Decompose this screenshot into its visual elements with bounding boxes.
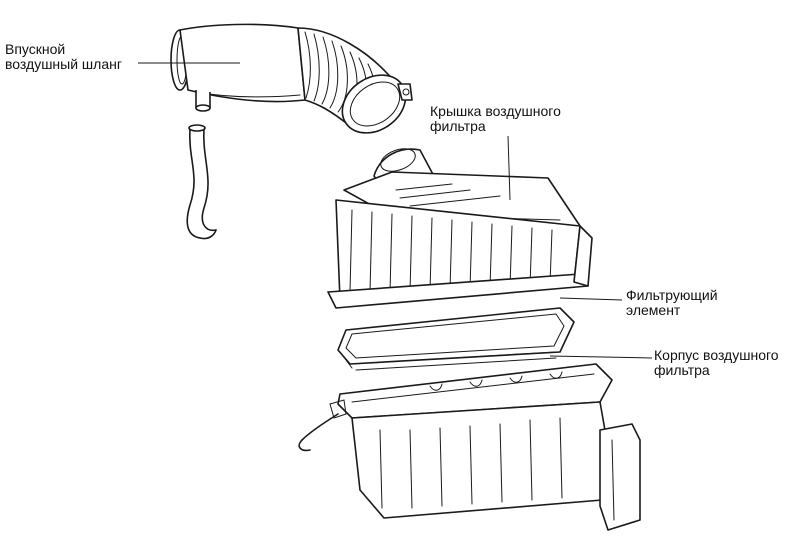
leader-lines (138, 62, 653, 359)
filter-housing (298, 363, 641, 531)
label-filter-housing: Корпус воздушного фильтра (654, 348, 779, 378)
label-filter-element-line1: Фильтрующий (626, 287, 718, 303)
label-filter-cover: Крышка воздушного фильтра (430, 104, 561, 134)
label-intake-hose-line1: Впускной (5, 41, 66, 57)
filter-cover (327, 148, 593, 309)
label-filter-cover-line1: Крышка воздушного (430, 103, 561, 119)
label-filter-element: Фильтрующий элемент (626, 288, 718, 318)
label-filter-element-line2: элемент (626, 302, 681, 318)
label-filter-cover-line2: фильтра (430, 118, 486, 134)
breather-hose (186, 124, 217, 240)
label-filter-housing-line2: фильтра (654, 362, 710, 378)
filter-element (337, 307, 575, 371)
label-intake-hose: Впускной воздушный шланг (5, 42, 122, 72)
intake-hose (170, 23, 413, 134)
label-intake-hose-line2: воздушный шланг (5, 56, 122, 72)
label-filter-housing-line1: Корпус воздушного (654, 347, 779, 363)
